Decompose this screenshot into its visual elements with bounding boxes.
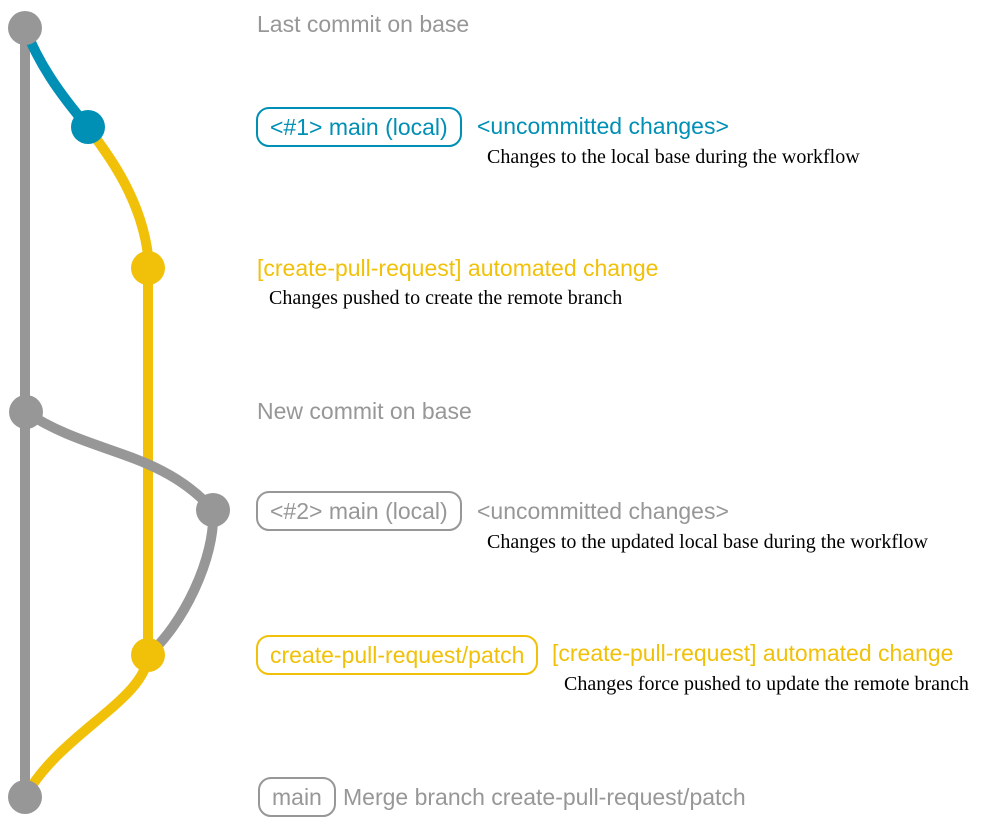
branch-badge-main: main [258, 777, 336, 817]
commit-message-automated-2: [create-pull-request] automated change [552, 640, 954, 666]
commit-dot-patch-1 [131, 251, 165, 285]
commit-note-automated-2: Changes force pushed to update the remot… [564, 673, 969, 695]
commit-note-uncommitted-2: Changes to the updated local base during… [487, 531, 928, 553]
commit-dot-local-main-1 [71, 110, 105, 144]
commit-note-uncommitted-1: Changes to the local base during the wor… [487, 146, 860, 168]
commit-note-automated-1: Changes pushed to create the remote bran… [269, 287, 623, 309]
commit-dot-local-main-2 [196, 493, 230, 527]
commit-message-uncommitted-2: <uncommitted changes> [477, 498, 729, 524]
commit-dot-last-base [8, 11, 42, 45]
commit-message-new-base: New commit on base [257, 398, 472, 424]
commit-dot-patch-2 [131, 638, 165, 672]
branch-badge-main-local-2: <#2> main (local) [256, 491, 462, 531]
branch-badge-main-local-1: <#1> main (local) [256, 107, 462, 147]
local-main-2-branch-curve [23, 407, 219, 659]
branch-badge-patch: create-pull-request/patch [256, 635, 539, 675]
git-graph [8, 11, 230, 814]
commit-message-last-base: Last commit on base [257, 11, 470, 37]
commit-message-uncommitted-1: <uncommitted changes> [477, 113, 729, 139]
local-main-1-branch-curve [20, 26, 92, 131]
commit-message-automated-1: [create-pull-request] automated change [257, 255, 659, 281]
commit-dot-merge [8, 780, 42, 814]
commit-dot-new-base [9, 395, 43, 429]
commit-message-merge: Merge branch create-pull-request/patch [343, 784, 746, 810]
